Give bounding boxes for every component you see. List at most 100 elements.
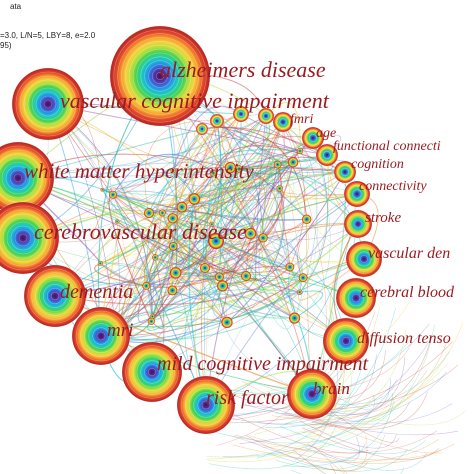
keyword-node-small — [221, 316, 233, 328]
link — [271, 370, 428, 420]
link — [181, 202, 247, 277]
link — [211, 223, 359, 241]
node-ring — [333, 160, 357, 184]
link — [112, 153, 214, 195]
link — [222, 341, 453, 424]
node-ring — [11, 67, 85, 141]
link — [211, 237, 264, 324]
link — [244, 403, 453, 425]
node-ring — [19, 75, 77, 133]
link — [17, 177, 347, 342]
link — [155, 198, 197, 265]
link — [112, 172, 195, 200]
node-ring — [232, 105, 250, 123]
link — [215, 193, 358, 242]
keyword-node-small — [100, 187, 105, 192]
link — [112, 120, 218, 196]
link — [117, 285, 224, 340]
link — [154, 206, 193, 258]
link — [145, 121, 284, 287]
link — [245, 435, 368, 472]
link — [211, 162, 294, 225]
link — [154, 257, 295, 319]
link — [112, 194, 295, 319]
link — [282, 121, 318, 319]
keyword-node-small — [176, 201, 188, 213]
link — [99, 113, 242, 325]
node-ring — [23, 79, 73, 129]
keyword-node-small — [217, 280, 229, 292]
keyword-node-small — [167, 285, 178, 296]
node-ring — [290, 372, 334, 416]
link — [150, 128, 207, 322]
link — [194, 187, 235, 242]
link — [277, 164, 310, 268]
link — [301, 329, 407, 427]
node-ring — [129, 349, 175, 395]
link — [263, 237, 303, 293]
node-ring — [18, 233, 28, 243]
label-diffusion-tensor: diffusion tenso — [357, 330, 451, 347]
node-ring — [326, 321, 366, 361]
link — [254, 382, 395, 405]
node-disc — [24, 265, 86, 327]
node-ring — [322, 151, 331, 160]
node-ring — [35, 276, 75, 316]
node-ring — [144, 364, 160, 380]
link — [299, 154, 329, 293]
link — [311, 391, 428, 430]
link — [92, 194, 118, 239]
node-ring — [75, 310, 127, 362]
node-ring — [43, 99, 53, 109]
link — [255, 171, 346, 281]
link — [302, 427, 439, 460]
header-line-1: ata — [10, 2, 22, 11]
node-disc — [334, 161, 356, 183]
node-ring — [339, 281, 373, 315]
node-mci — [121, 341, 183, 403]
node-ring — [13, 173, 23, 183]
node-ring — [5, 165, 31, 191]
node-ring — [136, 52, 184, 100]
keyword-node-small — [147, 317, 155, 325]
keyword-node-small — [297, 289, 303, 295]
node-ring — [23, 264, 87, 328]
node-disc — [346, 241, 382, 277]
node-ring — [0, 153, 43, 203]
header-line-3: 95) — [0, 41, 12, 50]
link — [150, 188, 280, 322]
link — [274, 434, 386, 470]
node-ring — [197, 396, 215, 414]
link — [150, 251, 157, 322]
label-functional-connectivity: functional connecti — [333, 139, 441, 154]
link — [100, 198, 195, 264]
link — [102, 189, 357, 299]
link — [172, 105, 242, 171]
link — [159, 75, 313, 395]
label-cognition: cognition — [351, 157, 404, 172]
link — [54, 161, 294, 297]
link — [201, 128, 282, 189]
link — [144, 120, 218, 214]
label-brain: brain — [313, 379, 350, 398]
node-disc — [0, 142, 54, 214]
label-vascular-cognitive-impairment: vascular cognitive impairment — [60, 88, 329, 113]
keyword-node-small — [159, 209, 166, 217]
keyword-node-small — [142, 282, 151, 290]
node-ring — [185, 383, 228, 426]
node-ring — [39, 95, 57, 113]
node-ring — [140, 360, 164, 384]
link — [112, 194, 304, 278]
node-ring — [1, 161, 35, 195]
link — [100, 115, 267, 337]
link — [151, 168, 240, 373]
node-ring — [315, 143, 339, 167]
link — [205, 167, 231, 406]
link — [152, 223, 359, 317]
keyword-node-small — [170, 267, 182, 279]
link — [116, 221, 228, 323]
node-disc — [233, 106, 249, 122]
node-disc — [316, 144, 338, 166]
link — [146, 128, 203, 317]
